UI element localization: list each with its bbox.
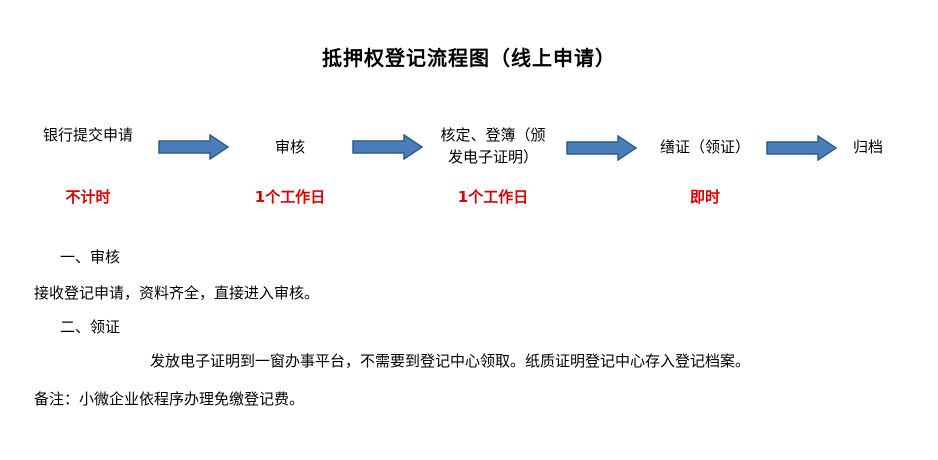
flow-arrow-1 [158,134,230,160]
flow-arrow-2 [352,134,424,160]
page-title: 抵押权登记流程图（线上申请） [322,46,616,70]
time-label-verify-register: 1个工作日 [457,188,529,206]
section2-body: 发放电子证明到一窗办事平台，不需要到登记中心领取。纸质证明登记中心存入登记档案。 [150,352,751,370]
time-label-issue-certificate: 即时 [689,188,720,206]
section1-body: 接收登记申请，资料齐全，直接进入审核。 [34,284,320,302]
flow-arrow-4 [766,135,838,161]
step-archive: 归档 [852,138,883,156]
section1-heading: 一、审核 [60,248,121,266]
flow-arrow-3 [566,135,638,161]
step-issue-certificate: 缮证（领证） [659,138,750,156]
time-label-bank-submit: 不计时 [65,188,111,206]
step-review: 审核 [274,138,305,156]
time-label-review: 1个工作日 [254,188,326,206]
remark-note: 备注：小微企业依程序办理免缴登记费。 [34,390,305,408]
section2-heading: 二、领证 [60,318,121,336]
step-verify-register: 核定、登簿（颁发电子证明） [440,126,546,166]
step-bank-submit: 银行提交申请 [42,126,133,144]
